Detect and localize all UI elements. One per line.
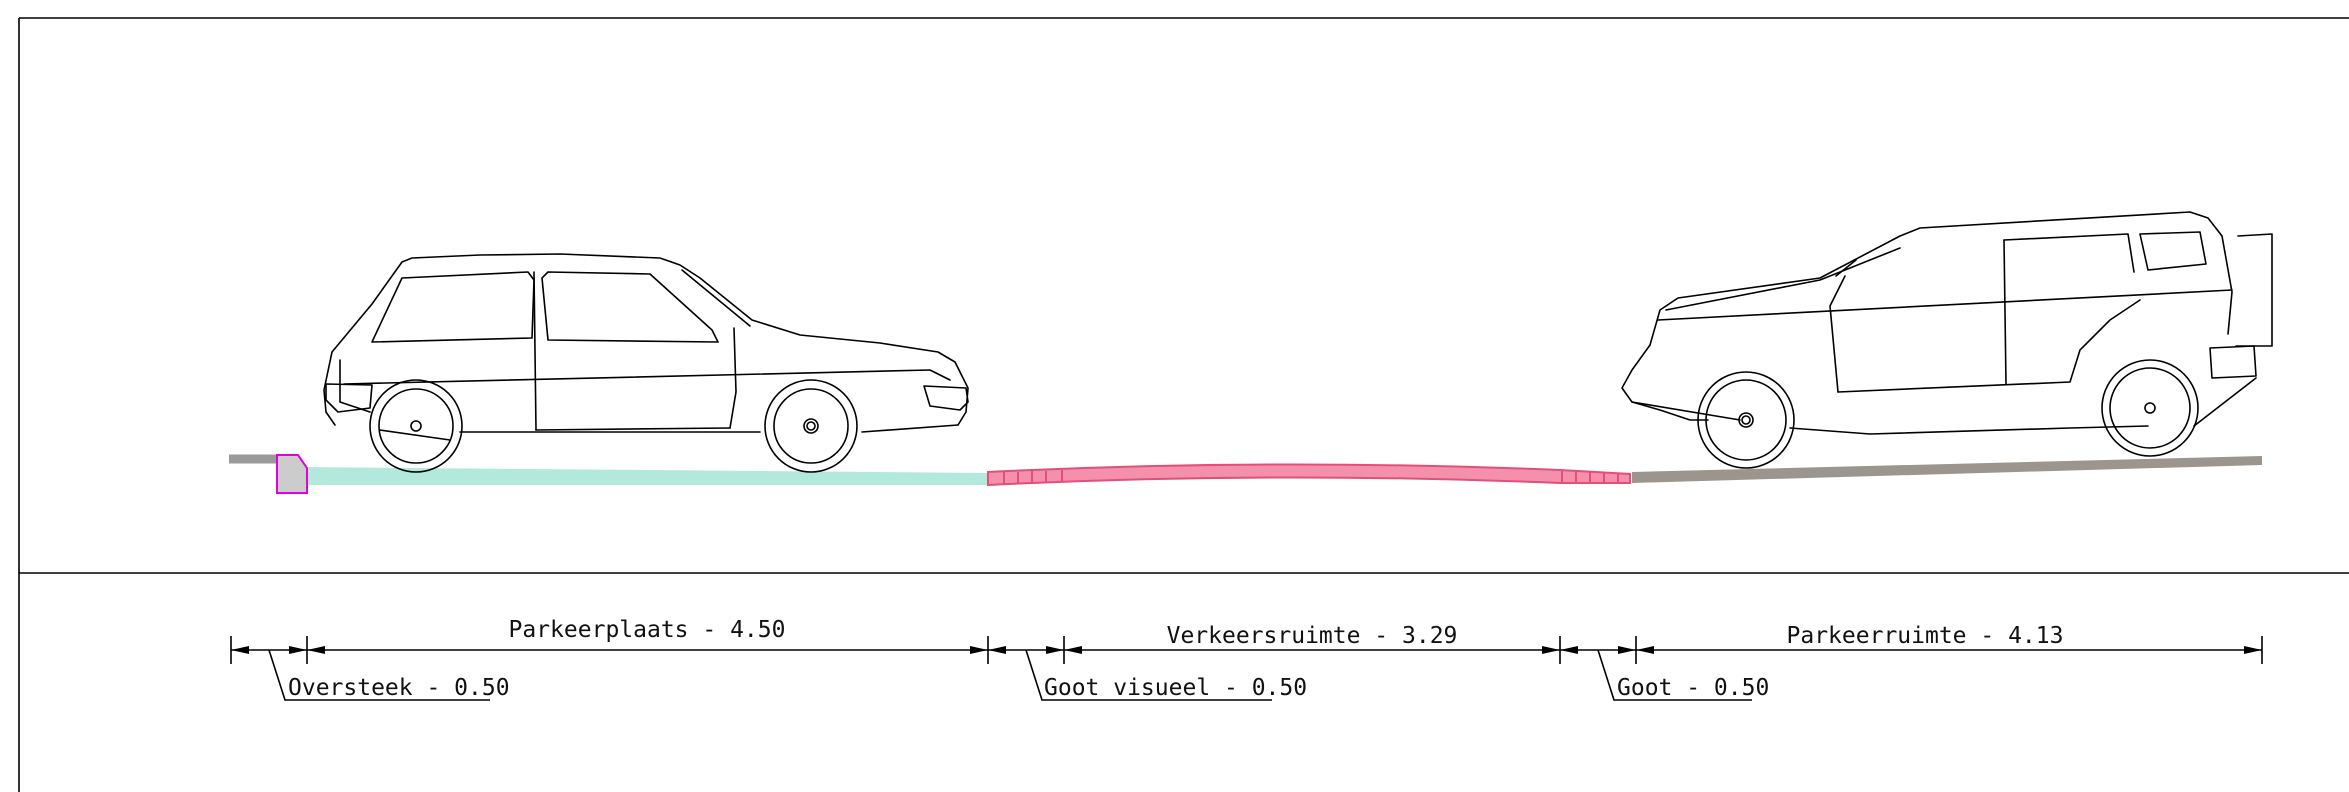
label-goot: Goot - 0.50: [1617, 675, 1769, 701]
drawing-frame: [18, 17, 2349, 792]
label-parkeerruimte: Parkeerruimte - 4.13: [1787, 623, 2064, 649]
parking-area: [1632, 456, 2262, 483]
label-goot-visueel: Goot visueel - 0.50: [1044, 675, 1307, 701]
dimension-arrows: [231, 646, 2262, 654]
leader-goot: [1597, 649, 1752, 701]
hatchback-car-icon: [323, 253, 969, 473]
label-verkeersruimte: Verkeersruimte - 3.29: [1167, 623, 1458, 649]
gutter-stones: [1003, 470, 1619, 484]
curb: [276, 454, 308, 494]
suv-car-icon: [1621, 211, 2273, 469]
leader-goot-visueel: [1025, 649, 1272, 701]
traffic-lane: [987, 463, 1631, 487]
dimension-labels: Parkeerplaats - 4.50 Verkeersruimte - 3.…: [288, 617, 2063, 701]
dimension-lines: [230, 636, 2263, 701]
road-profile: [229, 454, 2262, 494]
label-oversteek: Oversteek - 0.50: [288, 675, 510, 701]
leader-oversteek: [268, 649, 490, 701]
label-parkeerplaats: Parkeerplaats - 4.50: [509, 617, 786, 643]
